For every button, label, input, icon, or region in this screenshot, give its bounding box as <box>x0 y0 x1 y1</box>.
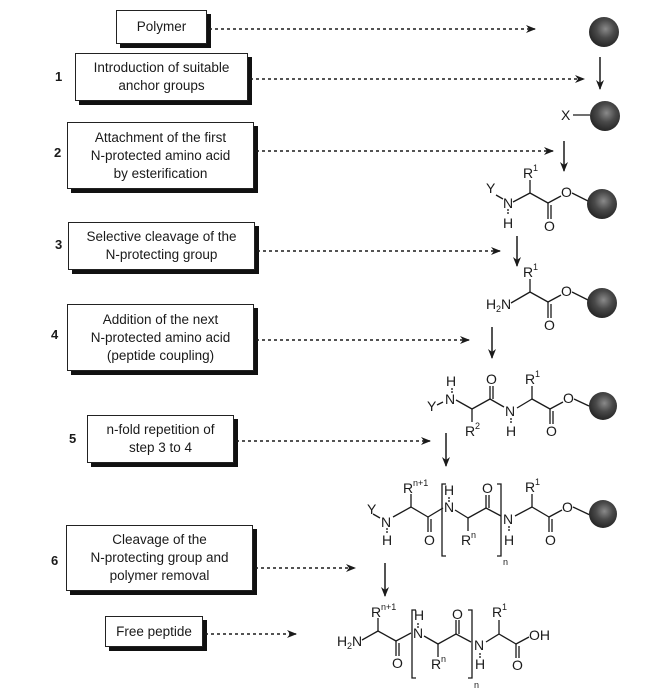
atom-label: O <box>486 371 497 387</box>
dipeptide-resin-structure <box>436 386 617 424</box>
anchor-resin-structure: X <box>561 101 620 131</box>
step-box-4: Addition of the next N-protected amino a… <box>67 304 254 371</box>
step-box-1: Introduction of suitable anchor groups <box>75 53 248 101</box>
atom-label: N <box>503 511 513 527</box>
atom-label: O <box>561 184 572 200</box>
polymer-bead-icon <box>587 288 617 318</box>
step-text-5: n-fold repetition of step 3 to 4 <box>106 422 215 455</box>
atom-label: H <box>444 482 454 498</box>
atom-label: R <box>371 604 381 620</box>
atom-label: H <box>506 423 516 439</box>
free-peptide-box: Free peptide <box>105 616 203 647</box>
atom-label: O <box>544 218 555 234</box>
protected-peptide-resin-structure <box>372 483 617 557</box>
superscript-label: 1 <box>533 163 538 173</box>
anchor-group-label: X <box>561 107 571 123</box>
atom-label: H <box>503 215 513 231</box>
superscript-label: 1 <box>535 477 540 487</box>
atom-label: O <box>544 317 555 333</box>
atom-label: H <box>414 607 424 623</box>
polymer-box: Polymer <box>116 10 207 44</box>
atom-label: O <box>545 532 556 548</box>
step-number-3: 3 <box>55 237 63 252</box>
atom-label: R <box>523 264 533 280</box>
atom-label: O <box>561 283 572 299</box>
atom-label: H <box>446 373 456 389</box>
atom-label: O <box>482 480 493 496</box>
atom-label: O <box>562 499 573 515</box>
step-number-2: 2 <box>54 145 62 160</box>
atom-label: O <box>546 423 557 439</box>
superscript-label: n <box>441 654 446 664</box>
superscript-label: 1 <box>533 262 538 272</box>
superscript-label: n+1 <box>381 602 396 612</box>
step-text-4: Addition of the next N-protected amino a… <box>90 311 231 363</box>
superscript-label: n <box>471 530 476 540</box>
atom-label: H <box>475 656 485 672</box>
atom-label: N <box>444 499 454 515</box>
step-text-6: Cleavage of the N-protecting group and p… <box>90 532 229 583</box>
atom-label: N <box>474 637 484 653</box>
atom-label: R <box>525 371 535 387</box>
atom-label: H <box>337 633 347 649</box>
step-box-3: Selective cleavage of the N-protecting g… <box>68 222 255 270</box>
atom-label: O <box>424 532 435 548</box>
atom-label: O <box>452 606 463 622</box>
atom-label: OH <box>529 627 550 643</box>
atom-label: N <box>445 391 455 407</box>
atom-label: R <box>523 165 533 181</box>
polymer-label: Polymer <box>136 19 187 34</box>
atom-label: R <box>492 604 502 620</box>
protecting-group-label: Y <box>367 501 377 517</box>
atom-label: H <box>504 532 514 548</box>
protected-aminoacid-resin-structure <box>495 180 617 219</box>
atom-label: H <box>486 296 496 312</box>
superscript-label: n+1 <box>413 478 428 488</box>
step-text-3: Selective cleavage of the N-protecting g… <box>86 229 237 262</box>
atom-label: N <box>505 403 515 419</box>
atom-label: R <box>403 480 413 496</box>
step-number-6: 6 <box>51 553 59 568</box>
step-box-6: Cleavage of the N-protecting group and p… <box>66 525 253 591</box>
step-box-2: Attachment of the first N-protected amin… <box>67 122 254 189</box>
deprotected-aminoacid-resin-structure <box>510 279 617 318</box>
polymer-bead-icon <box>589 392 617 420</box>
polymer-bead-icon <box>589 500 617 528</box>
atom-label: R <box>461 532 471 548</box>
superscript-label: 2 <box>475 421 480 431</box>
repeat-subscript-label: n <box>503 557 508 567</box>
step-text-1: Introduction of suitable anchor groups <box>93 60 230 93</box>
atom-label: N <box>352 633 362 649</box>
step-number-1: 1 <box>55 69 63 84</box>
protecting-group-label: Y <box>427 398 437 414</box>
subscript-label: 2 <box>347 641 352 651</box>
superscript-label: 1 <box>535 369 540 379</box>
atom-label: N <box>503 195 513 211</box>
repeat-subscript-label: n <box>474 680 479 690</box>
atom-label: R <box>465 423 475 439</box>
atom-label: N <box>381 514 391 530</box>
atom-label: R <box>525 479 535 495</box>
free-peptide-label: Free peptide <box>116 623 192 639</box>
step-box-5: n-fold repetition of step 3 to 4 <box>87 415 234 463</box>
atom-label: R <box>431 656 441 672</box>
step-text-2: Attachment of the first N-protected amin… <box>90 129 231 181</box>
atom-label: N <box>413 625 423 641</box>
atom-label: O <box>563 390 574 406</box>
superscript-label: 1 <box>502 602 507 612</box>
step-number-4: 4 <box>51 327 59 342</box>
step-number-5: 5 <box>69 431 77 446</box>
polymer-bead-icon <box>590 101 620 131</box>
free-peptide-structure <box>361 609 530 679</box>
atom-label: N <box>501 296 511 312</box>
atom-label: O <box>392 655 403 671</box>
protecting-group-label: Y <box>486 180 496 196</box>
polymer-bead-icon <box>589 17 619 47</box>
polymer-bead-icon <box>587 189 617 219</box>
atom-label: O <box>512 657 523 673</box>
subscript-label: 2 <box>496 304 501 314</box>
atom-label: H <box>382 532 392 548</box>
